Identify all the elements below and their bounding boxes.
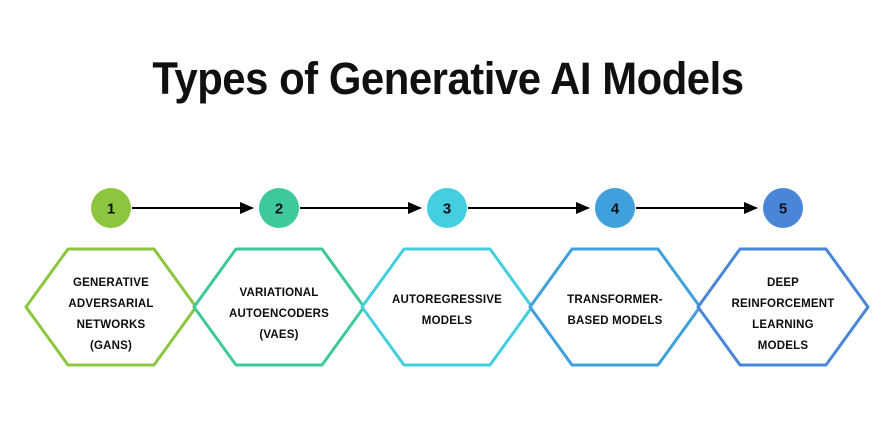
step-circle-1-number: 1 [107,201,115,218]
step-circle-5[interactable]: 5 [763,188,803,228]
page-title: Types of Generative AI Models [152,53,744,104]
hexagon-1-label-line-4: (GANS) [90,340,132,352]
step-circle-2[interactable]: 2 [259,188,299,228]
hexagon-1-label-line-1: GENERATIVE [73,277,149,289]
step-circle-2-number: 2 [275,201,283,218]
hexagon-card-1[interactable]: GENERATIVE ADVERSARIAL NETWORKS (GANS) [24,247,198,367]
step-circle-3[interactable]: 3 [427,188,467,228]
hexagon-5-label-line-2: REINFORCEMENT [732,298,835,310]
step-circle-1[interactable]: 1 [91,188,131,228]
step-circle-4[interactable]: 4 [595,188,635,228]
hexagon-2-label-line-3: (VAES) [259,329,298,341]
hexagon-4-label-line-2: BASED MODELS [567,315,662,327]
hexagon-5-shape [696,247,870,367]
hexagon-card-4[interactable]: TRANSFORMER- BASED MODELS [528,247,702,367]
step-circle-3-number: 3 [443,201,451,218]
hexagon-1-label-line-2: ADVERSARIAL [68,298,153,310]
hexagon-3-label-line-1: AUTOREGRESSIVE [392,294,502,306]
step-circle-2-shape [259,188,299,228]
step-circle-4-shape [595,188,635,228]
hexagon-3-label-line-2: MODELS [422,315,473,327]
hexagon-card-5[interactable]: DEEP REINFORCEMENT LEARNING MODELS [696,247,870,367]
hexagon-3-shape [360,247,534,367]
step-circle-4-number: 4 [611,201,620,218]
hexagon-1-label-line-3: NETWORKS [77,319,146,331]
process-step-chain: 1 2 3 4 5 [0,186,896,232]
hexagon-5-label-line-1: DEEP [767,277,799,289]
hexagon-2-label-line-1: VARIATIONAL [239,287,318,299]
hexagon-label-row: GENERATIVE ADVERSARIAL NETWORKS (GANS) V… [0,243,896,371]
hexagon-card-3[interactable]: AUTOREGRESSIVE MODELS [360,247,534,367]
hexagon-4-shape [528,247,702,367]
step-circle-3-shape [427,188,467,228]
step-circle-5-number: 5 [779,201,787,218]
hexagon-2-label-line-2: AUTOENCODERS [229,308,329,320]
step-circle-1-shape [91,188,131,228]
hexagon-4-label-line-1: TRANSFORMER- [567,294,663,306]
hexagon-5-label-line-4: MODELS [758,340,809,352]
step-circle-5-shape [763,188,803,228]
hexagon-2-shape [192,247,366,367]
hexagon-5-label-line-3: LEARNING [752,319,814,331]
hexagon-card-2[interactable]: VARIATIONAL AUTOENCODERS (VAES) [192,247,366,367]
